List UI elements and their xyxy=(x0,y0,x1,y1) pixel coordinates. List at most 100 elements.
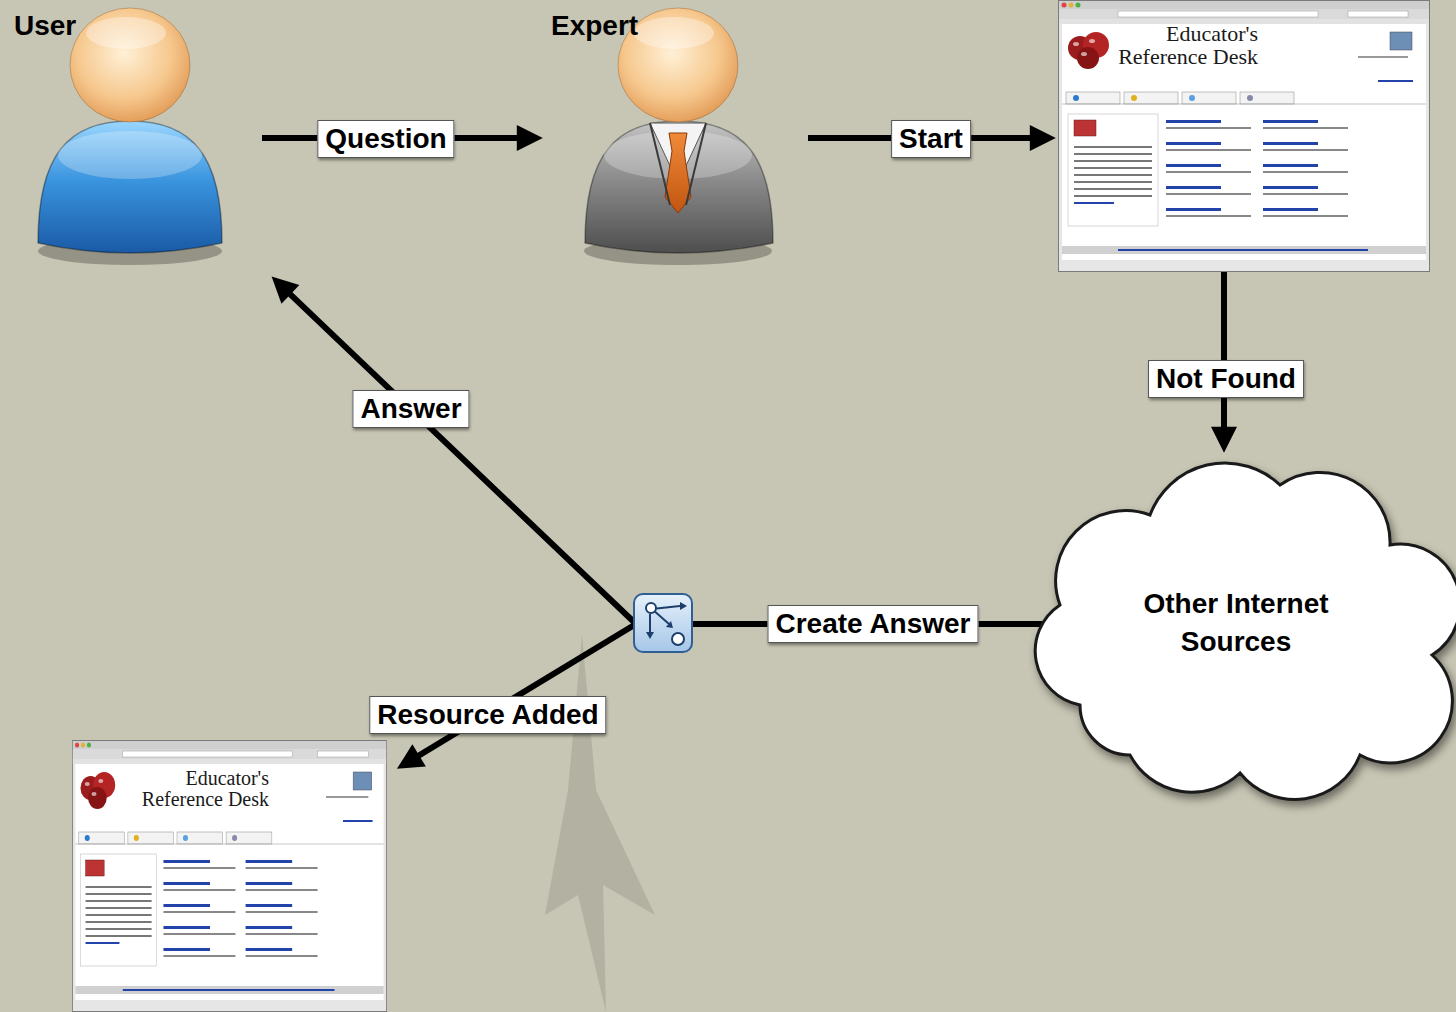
nav-tab xyxy=(1066,92,1120,104)
tab-icon xyxy=(1073,95,1079,101)
page-area xyxy=(75,764,383,1000)
edge-label: Answer xyxy=(352,390,469,428)
flow-label: Create Answer xyxy=(767,605,978,643)
address-bar xyxy=(1118,11,1318,17)
panel-sign xyxy=(1074,120,1096,136)
text-line xyxy=(1263,215,1348,217)
text-line xyxy=(86,886,152,888)
text-line xyxy=(163,889,235,891)
text-line xyxy=(163,955,235,957)
link-line xyxy=(1166,120,1221,123)
tab-icon xyxy=(1131,95,1137,101)
text-line xyxy=(1074,174,1152,176)
lapel-line xyxy=(650,123,670,205)
cloud-outline xyxy=(1035,463,1456,799)
edge-label: Question xyxy=(317,120,454,158)
text-line xyxy=(86,900,152,902)
text-line xyxy=(86,935,152,937)
link-line xyxy=(1378,80,1413,82)
watermark-sparkle xyxy=(545,635,655,1012)
figure-part xyxy=(634,594,692,652)
tab-icon xyxy=(1189,95,1195,101)
text-line xyxy=(86,914,152,916)
head-highlight xyxy=(86,17,166,49)
nav-tab xyxy=(1240,92,1294,104)
figure-part xyxy=(646,603,656,613)
link-line xyxy=(1166,164,1221,167)
role-label: Expert xyxy=(551,9,638,43)
text-line xyxy=(1074,160,1152,162)
text-line xyxy=(1263,171,1348,173)
apple-shine xyxy=(91,792,96,796)
link-line xyxy=(246,926,293,929)
text-line xyxy=(1358,56,1408,58)
link-line xyxy=(246,948,293,951)
window-button xyxy=(75,743,79,748)
apple-logo xyxy=(88,787,107,809)
text-line xyxy=(1263,127,1348,129)
tab-icon xyxy=(183,835,188,841)
text-line xyxy=(1074,202,1114,204)
text-line xyxy=(1074,146,1152,148)
tab-icon xyxy=(85,835,90,841)
text-line xyxy=(246,867,318,869)
site-badge xyxy=(1390,32,1412,50)
link-line xyxy=(163,882,210,885)
text-line xyxy=(1074,181,1152,183)
apple-shine xyxy=(1081,52,1087,56)
link-line xyxy=(1263,164,1318,167)
nav-tab xyxy=(177,832,223,844)
nav-tab xyxy=(79,832,125,844)
text-line xyxy=(1074,195,1152,197)
figure-part xyxy=(672,633,684,645)
window-button xyxy=(81,743,85,748)
link-line xyxy=(163,860,210,863)
edge-label-holder: Question xyxy=(317,120,454,158)
link-line xyxy=(246,860,293,863)
text-line xyxy=(246,911,318,913)
footer-bar xyxy=(1062,246,1426,254)
person-art xyxy=(545,5,808,260)
text-line xyxy=(163,867,235,869)
figure-body xyxy=(585,121,773,253)
panel-sign xyxy=(86,860,105,876)
window-frame xyxy=(1059,1,1430,272)
text-line xyxy=(1166,127,1251,129)
edge-label-holder: Answer xyxy=(352,390,469,428)
footer-links xyxy=(1118,249,1368,251)
link-line xyxy=(163,904,210,907)
link-line xyxy=(1263,208,1318,211)
branch-icon xyxy=(634,594,692,652)
edge-label: Start xyxy=(891,120,971,158)
text-line xyxy=(1074,167,1152,169)
text-line xyxy=(326,796,368,798)
figure-part xyxy=(646,632,654,639)
side-panel xyxy=(1068,114,1158,226)
apple-shine xyxy=(98,779,103,783)
tab-icon xyxy=(232,835,237,841)
edge-label-holder: Not Found xyxy=(1148,360,1304,398)
edge-label-holder: Resource Added xyxy=(369,696,606,734)
toolbar xyxy=(73,749,386,759)
text-line xyxy=(1263,149,1348,151)
user-figure: User xyxy=(8,5,262,275)
nav-tab xyxy=(1182,92,1236,104)
link-line xyxy=(1263,186,1318,189)
apple-shine xyxy=(85,782,90,786)
website-screenshot: Educator's Reference Desk xyxy=(72,740,387,1012)
text-line xyxy=(163,933,235,935)
edge-label: Resource Added xyxy=(369,696,606,734)
link-line xyxy=(246,904,293,907)
figure-highlight xyxy=(58,131,202,179)
link-line xyxy=(1166,142,1221,145)
link-line xyxy=(343,820,373,822)
nav-tab xyxy=(226,832,272,844)
window-button xyxy=(1076,3,1081,8)
link-line xyxy=(163,926,210,929)
title-bar xyxy=(73,741,386,749)
apple-shine xyxy=(1089,39,1095,43)
footer-links xyxy=(123,989,335,991)
address-bar xyxy=(123,751,292,757)
site-logo-text: Educator's Reference Desk xyxy=(1108,22,1258,68)
head-highlight xyxy=(634,17,714,49)
